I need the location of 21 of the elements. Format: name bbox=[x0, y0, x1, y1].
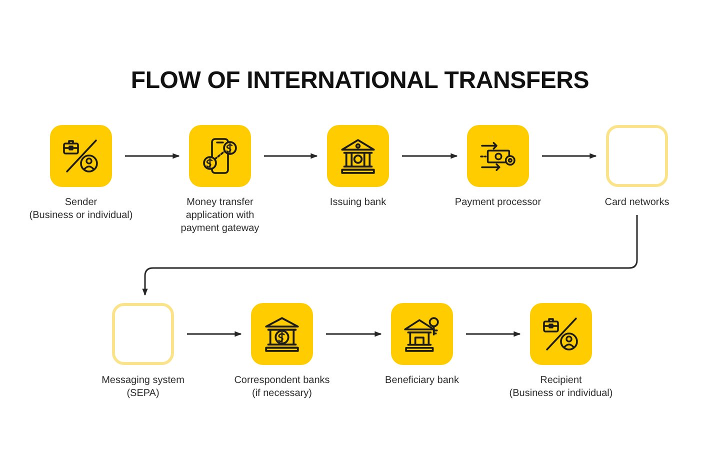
node-caption: Sender bbox=[64, 196, 98, 209]
arrow bbox=[542, 153, 597, 159]
node-caption: Beneficiary bank bbox=[385, 374, 459, 387]
node-caption: (Business or individual) bbox=[29, 209, 133, 222]
arrow bbox=[264, 153, 318, 159]
node-caption: Issuing bank bbox=[330, 196, 386, 209]
node-caption: Card networks bbox=[604, 196, 670, 209]
diagram-title: FLOW OF INTERNATIONAL TRANSFERS bbox=[130, 66, 590, 96]
arrow bbox=[187, 331, 242, 337]
node-caption: Messaging system bbox=[102, 374, 184, 387]
arrow bbox=[142, 215, 638, 296]
node-caption: Correspondent banks (if necessary) bbox=[234, 374, 330, 400]
node-caption: Recipient bbox=[540, 374, 582, 387]
node-caption: (SEPA) bbox=[126, 387, 160, 400]
arrow bbox=[326, 331, 382, 337]
arrow bbox=[125, 153, 180, 159]
node-caption: (Business or individual) bbox=[509, 387, 613, 400]
arrow bbox=[466, 331, 521, 337]
node-caption: Payment processor bbox=[454, 196, 542, 209]
node-caption: Money transfer application with payment gateway bbox=[180, 196, 260, 235]
arrow bbox=[402, 153, 458, 159]
